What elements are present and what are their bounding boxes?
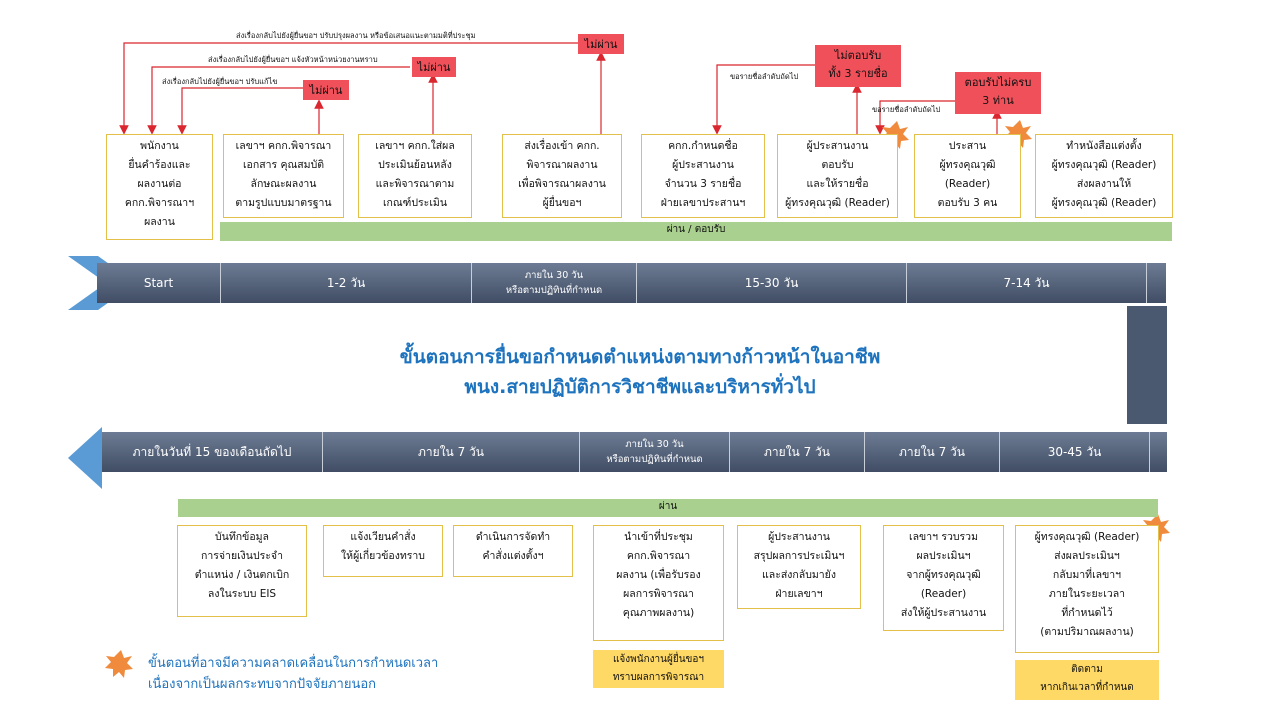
diagram-title-line1: ขั้นตอนการยื่นขอกำหนดตำแหน่งตามทางก้าวหน…	[399, 346, 881, 368]
step-committee-meeting: นำเข้าที่ประชุม คกก.พิจารณา ผลงาน (เพื่อ…	[593, 525, 724, 641]
fail-label-2: ไม่ผ่าน	[412, 57, 456, 77]
timeline-30-45-days: 30-45 วัน	[1000, 432, 1150, 472]
star-icon	[105, 650, 133, 678]
pass-accept-bar: ผ่าน / ตอบรับ	[220, 222, 1172, 241]
timeline-bottom-30-days-line2: หรือตามปฏิทินที่กำหนด	[606, 454, 703, 465]
inform-applicant-note: แจ้งพนักงานผู้ยื่นขอฯ ทราบผลการพิจารณา	[593, 650, 724, 688]
timeline-30-days-line2: หรือตามปฏิทินที่กำหนด	[505, 285, 603, 296]
step-submit: พนักงาน ยื่นคำร้องและ ผลงานต่อ คกก.พิจาร…	[106, 134, 213, 240]
no-accept-label: ไม่ตอบรับ ทั้ง 3 รายชื่อ	[815, 45, 901, 87]
step-secretary-collect: เลขาฯ รวบรวม ผลประเมินฯ จากผู้ทรงคุณวุฒิ…	[883, 525, 1004, 631]
timeline-1-2-days: 1-2 วัน	[221, 263, 472, 303]
timeline-15-30-days: 15-30 วัน	[637, 263, 907, 303]
timeline-bottom-30-days: ภายใน 30 วัน หรือตามปฏิทินที่กำหนด	[580, 432, 730, 472]
timeline-7-14-days: 7-14 วัน	[907, 263, 1147, 303]
step-record-eis: บันทึกข้อมูล การจ่ายเงินประจำ ตำแหน่ง / …	[177, 525, 307, 617]
timeline-30-days: ภายใน 30 วัน หรือตามปฏิทินที่กำหนด	[472, 263, 637, 303]
step-reader-return: ผู้ทรงคุณวุฒิ (Reader) ส่งผลประเมินฯ กลั…	[1015, 525, 1159, 653]
step-reader-accept: ประสาน ผู้ทรงคุณวุฒิ (Reader) ตอบรับ 3 ค…	[914, 134, 1021, 218]
step-evaluate: เลขาฯ คกก.ใส่ผล ประเมินย้อนหลัง และพิจาร…	[358, 134, 472, 218]
timeline-start: Start	[97, 263, 221, 303]
partial-accept-label: ตอบรับไม่ครบ 3 ท่าน	[955, 72, 1041, 114]
step-appoint-reader: ทำหนังสือแต่งตั้ง ผู้ทรงคุณวุฒิ (Reader)…	[1035, 134, 1173, 218]
timeline-30-days-line1: ภายใน 30 วัน	[524, 270, 584, 281]
step-coordinator-summary: ผู้ประสานงาน สรุปผลการประเมินฯ และส่งกลั…	[737, 525, 861, 609]
return-note-2: ส่งเรื่องกลับไปยังผู้ยื่นขอฯ แจ้งหัวหน้า…	[208, 55, 378, 64]
bottom-timeline: ภายในวันที่ 15 ของเดือนถัดไป ภายใน 7 วัน…	[102, 432, 1167, 472]
step-circulate-order: แจ้งเวียนคำสั่ง ให้ผู้เกี่ยวข้องทราบ	[323, 525, 443, 577]
follow-up-note: ติดตาม หากเกินเวลาที่กำหนด	[1015, 660, 1159, 700]
timeline-bottom-30-days-line1: ภายใน 30 วัน	[625, 439, 684, 450]
return-note-1: ส่งเรื่องกลับไปยังผู้ยื่นขอฯ ปรับปรุงผลง…	[236, 31, 476, 40]
step-document-check: เลขาฯ คกก.พิจารณา เอกสาร คุณสมบัติ ลักษณ…	[223, 134, 344, 218]
step-prepare-order: ดำเนินการจัดทำ คำสั่งแต่งตั้งฯ	[453, 525, 573, 577]
legend-text: ขั้นตอนที่อาจมีความคลาดเคลื่อนในการกำหนด…	[148, 656, 439, 692]
return-note-3: ส่งเรื่องกลับไปยังผู้ยื่นขอฯ ปรับแก้ไข	[162, 77, 278, 86]
step-committee: ส่งเรื่องเข้า คกก. พิจารณาผลงาน เพื่อพิจ…	[502, 134, 622, 218]
next-name-note-2: ขอรายชื่อลำดับถัดไป	[872, 105, 941, 114]
top-timeline: Start 1-2 วัน ภายใน 30 วัน หรือตามปฏิทิน…	[97, 263, 1166, 303]
fail-label-1: ไม่ผ่าน	[578, 34, 624, 54]
timeline-15th-next-month: ภายในวันที่ 15 ของเดือนถัดไป	[102, 432, 323, 472]
timeline-7-days-2: ภายใน 7 วัน	[730, 432, 865, 472]
diagram-title-line2: พนง.สายปฏิบัติการวิชาชีพและบริหารทั่วไป	[464, 376, 816, 398]
fail-label-3: ไม่ผ่าน	[303, 80, 349, 100]
timeline-7-days-1: ภายใน 7 วัน	[323, 432, 580, 472]
next-name-note-1: ขอรายชื่อลำดับถัดไป	[730, 72, 799, 81]
pass-bar: ผ่าน	[178, 499, 1158, 517]
timeline-7-days-3: ภายใน 7 วัน	[865, 432, 1000, 472]
arrow-left-icon	[68, 427, 102, 489]
step-coordinators: คกก.กำหนดชื่อ ผู้ประสานงาน จำนวน 3 รายชื…	[641, 134, 765, 218]
step-coordinator-accept: ผู้ประสานงาน ตอบรับ และให้รายชื่อ ผู้ทรง…	[777, 134, 898, 218]
